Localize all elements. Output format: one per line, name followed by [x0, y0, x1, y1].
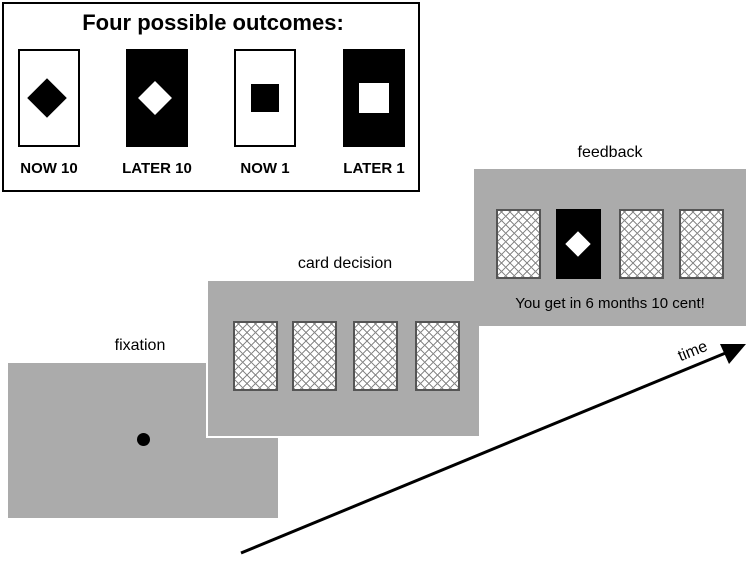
- hatched-card-back: [292, 321, 337, 391]
- card-decision-screen: [206, 279, 481, 438]
- revealed-later-10-card: [556, 209, 601, 279]
- legend-title: Four possible outcomes:: [82, 10, 344, 35]
- later-1-label: LATER 1: [343, 160, 405, 177]
- hatched-card-back: [619, 209, 664, 279]
- later-10-label: LATER 10: [122, 160, 192, 177]
- hatched-card-back: [496, 209, 541, 279]
- later-10-card: [126, 49, 188, 147]
- feedback-screen: You get in 6 months 10 cent!: [474, 169, 746, 326]
- square-icon: [251, 84, 279, 112]
- square-icon: [359, 83, 389, 113]
- feedback-caption: feedback: [577, 144, 643, 161]
- hatched-card-back: [415, 321, 460, 391]
- arrow-head-icon: [720, 344, 746, 364]
- now-1-label: NOW 1: [240, 160, 290, 177]
- now-10-label: NOW 10: [20, 160, 78, 177]
- outcomes-legend: Four possible outcomes: NOW 10 LATER 10 …: [2, 2, 420, 192]
- feedback-message: You get in 6 months 10 cent!: [515, 295, 705, 312]
- card-decision-caption: card decision: [297, 255, 393, 272]
- now-1-card: [234, 49, 296, 147]
- hatched-card-back: [233, 321, 278, 391]
- time-arrow-line: [240, 350, 729, 555]
- later-1-card: [343, 49, 405, 147]
- hatched-card-back: [353, 321, 398, 391]
- fixation-dot-icon: [137, 433, 150, 446]
- now-10-card: [18, 49, 80, 147]
- fixation-caption: fixation: [114, 337, 166, 354]
- hatched-card-back: [679, 209, 724, 279]
